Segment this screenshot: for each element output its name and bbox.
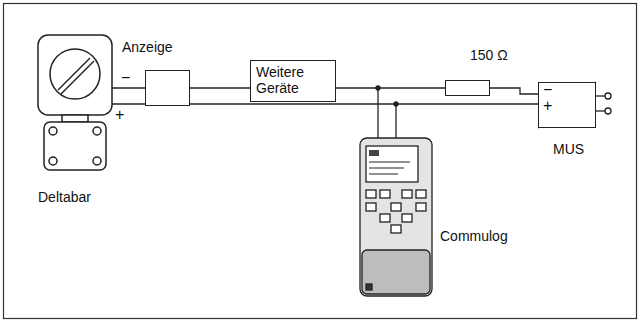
wire	[112, 87, 145, 88]
polarity-sign: +	[115, 107, 124, 123]
polarity-sign: −	[121, 70, 130, 86]
handheld-terminal: Commulog	[360, 138, 432, 296]
polarity-sign: +	[543, 98, 552, 114]
polarity-sign: −	[543, 82, 552, 98]
node-label: MUS	[553, 141, 584, 157]
node-label: Deltabar	[38, 189, 91, 205]
wire	[490, 88, 538, 94]
resistor-symbol: 150 Ω	[445, 80, 490, 96]
handheld-drawing	[360, 138, 432, 296]
wire	[190, 87, 250, 88]
box-text: Weitere Geräte	[256, 64, 339, 96]
transmitter-drawing	[38, 35, 112, 170]
transmitter: Deltabar	[38, 35, 112, 170]
node-label: Anzeige	[122, 39, 173, 55]
power-supply-symbol	[538, 82, 611, 128]
wire	[336, 87, 445, 88]
device-box: Weitere Geräte	[250, 60, 336, 102]
node-label: 150 Ω	[470, 47, 508, 63]
commulog-leads	[376, 86, 398, 138]
display-meter: Anzeige	[145, 70, 190, 106]
node-label: Commulog	[440, 228, 508, 244]
frame	[4, 4, 637, 319]
